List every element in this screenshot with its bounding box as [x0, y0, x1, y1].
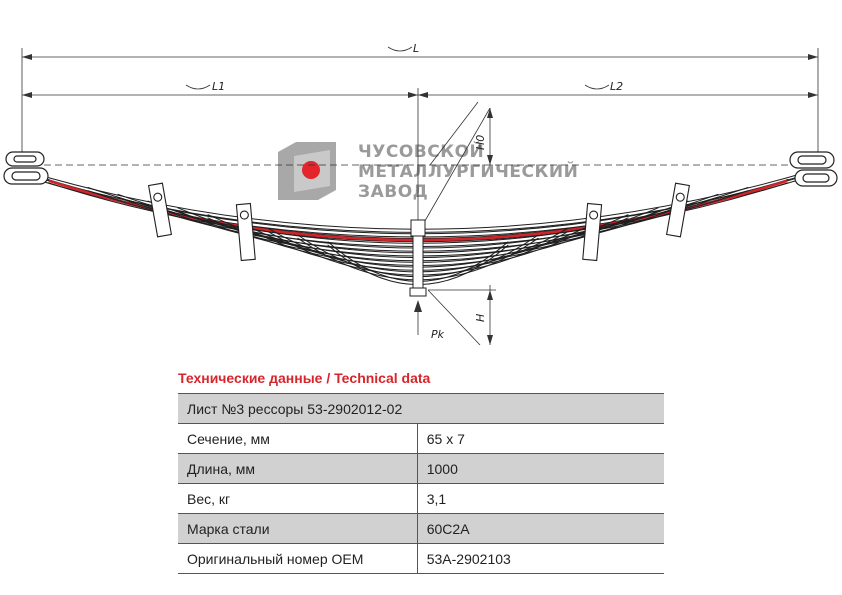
spring-clamp-4 — [665, 182, 691, 238]
table-row: Оригинальный номер OEM 53А-2902103 — [178, 543, 664, 574]
row-value: 1000 — [417, 453, 664, 484]
table-row: Сечение, мм 65 х 7 — [178, 423, 664, 454]
spring-eye-left — [3, 151, 49, 185]
dim-label-l: L — [413, 42, 419, 55]
load-arrow-icon — [414, 300, 422, 312]
centre-bolt — [409, 219, 427, 297]
row-label: Вес, кг — [178, 483, 418, 514]
company-logo: ЧУСОВСКОЙ МЕТАЛЛУРГИЧЕСКИЙ ЗАВОД — [278, 140, 578, 202]
dim-label-pk: Pk — [431, 328, 445, 341]
row-value: 60С2А — [417, 513, 664, 544]
leaf-spring-drawing: ЧУСОВСКОЙ МЕТАЛЛУРГИЧЕСКИЙ ЗАВОД L — [3, 42, 838, 346]
table-row: Длина, мм 1000 — [178, 453, 664, 484]
logo-line-1: ЧУСОВСКОЙ — [358, 140, 484, 162]
row-label: Сечение, мм — [178, 423, 418, 454]
table-header: Лист №3 рессоры 53-2902012-02 — [178, 393, 664, 424]
row-label: Марка стали — [178, 513, 418, 544]
technical-data-table: Лист №3 рессоры 53-2902012-02 Сечение, м… — [178, 393, 664, 574]
row-value: 53А-2902103 — [417, 543, 664, 574]
dim-label-h: H — [474, 314, 487, 322]
logo-red-dot-icon — [302, 161, 320, 179]
logo-line-2: МЕТАЛЛУРГИЧЕСКИЙ — [358, 160, 578, 182]
technical-data-title: Технические данные / Technical data — [178, 370, 431, 386]
table-row: Вес, кг 3,1 — [178, 483, 664, 514]
table-row: Марка стали 60С2А — [178, 513, 664, 544]
spring-clamp-3 — [582, 202, 603, 262]
logo-line-3: ЗАВОД — [358, 182, 428, 202]
spring-eye-right — [789, 151, 838, 187]
dim-label-l1: L1 — [212, 80, 225, 93]
row-label: Длина, мм — [178, 453, 418, 484]
row-label: Оригинальный номер OEM — [178, 543, 418, 574]
dim-label-l2: L2 — [610, 80, 623, 93]
spring-clamp-1 — [147, 182, 173, 238]
spring-clamp-2 — [235, 202, 256, 262]
dim-label-h0: H0 — [474, 135, 487, 150]
table-header-row: Лист №3 рессоры 53-2902012-02 — [178, 393, 664, 424]
row-value: 65 х 7 — [417, 423, 664, 454]
row-value: 3,1 — [417, 483, 664, 514]
